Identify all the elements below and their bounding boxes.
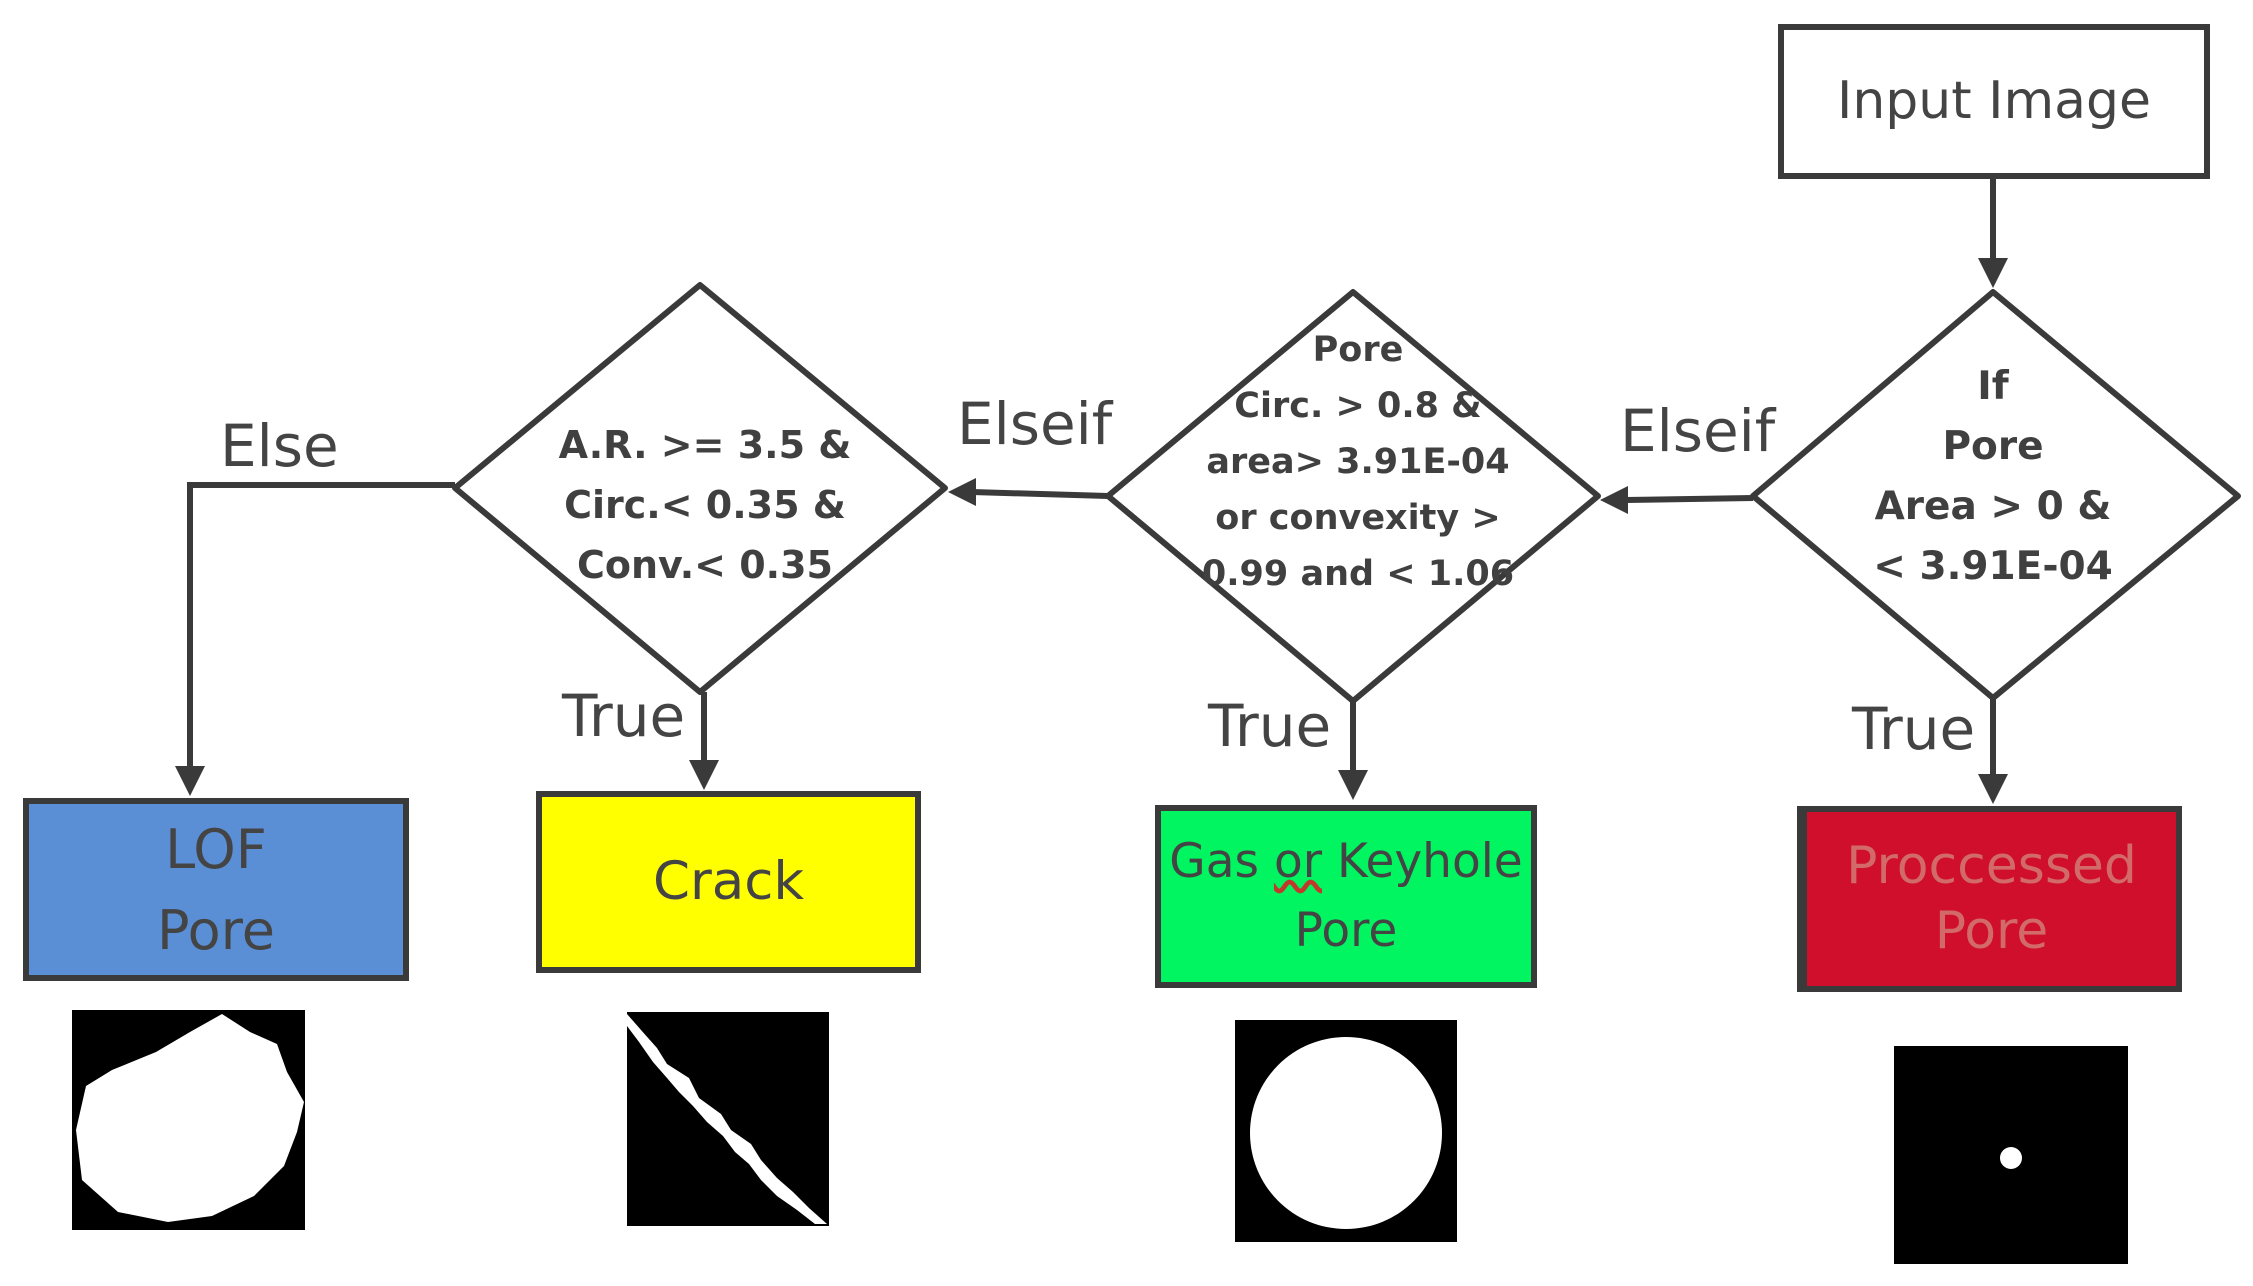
crack-box: Crack: [536, 791, 921, 973]
decision-3-line: Circ.< 0.35 &: [564, 483, 846, 527]
decision-3-text: A.R. >= 3.5 & Circ.< 0.35 & Conv.< 0.35: [540, 415, 870, 595]
elseif-label-2: Elseif: [957, 390, 1113, 458]
arrowhead: [175, 766, 205, 796]
decision-2-line: Circ. > 0.8 &: [1234, 386, 1482, 426]
decision-3-line: Conv.< 0.35: [577, 543, 833, 587]
processed-pore-thumbnail: [1894, 1046, 2128, 1264]
arrow-decision-2-to-decision-3: [971, 489, 1109, 499]
lof-pore-line2: Pore: [157, 898, 275, 962]
else-label: Else: [220, 412, 339, 480]
decision-diamond-3: [452, 282, 948, 695]
decision-2-line: 0.99 and < 1.06: [1201, 554, 1515, 594]
decision-1-line: If: [1977, 364, 2009, 409]
input-image-label: Input Image: [1836, 71, 2152, 131]
crack-label: Crack: [652, 850, 805, 912]
processed-pore-line1: Proccessed: [1846, 836, 2137, 896]
decision-1-line: Area > 0 &: [1874, 484, 2112, 529]
true-label-2: True: [1208, 692, 1332, 760]
decision-1-line: Pore: [1942, 424, 2044, 469]
processed-pore-line2: Pore: [1934, 901, 2049, 961]
gas-keyhole-line1: Gas or Keyhole: [1169, 828, 1522, 896]
decision-1-text: If Pore Area > 0 & < 3.91E-04: [1853, 357, 2133, 597]
gas-keyhole-line1-b: or: [1273, 834, 1323, 890]
gas-keyhole-line1-c: Keyhole: [1322, 834, 1523, 890]
gas-keyhole-pore-box: Gas or Keyhole Pore: [1155, 805, 1537, 988]
decision-2-line: area> 3.91E-04: [1206, 442, 1510, 482]
arrowhead: [1978, 258, 2008, 288]
arrowhead: [689, 760, 719, 790]
lof-pore-line1: LOF: [165, 817, 267, 881]
gas-keyhole-line1-a: Gas: [1169, 834, 1274, 890]
arrowhead: [1338, 770, 1368, 800]
input-image-box: Input Image: [1778, 24, 2210, 179]
elseif-label-1: Elseif: [1620, 397, 1776, 465]
arrow-decision-1-to-decision-2: [1624, 495, 1754, 503]
arrowhead: [1600, 486, 1628, 514]
lof-pore-box: LOF Pore: [23, 798, 409, 981]
decision-2-text: Pore Circ. > 0.8 & area> 3.91E-04 or con…: [1183, 322, 1533, 602]
gas-keyhole-line2: Pore: [1294, 902, 1398, 958]
arrowhead: [948, 478, 976, 506]
decision-3-line: A.R. >= 3.5 &: [558, 423, 852, 467]
true-label-1: True: [1852, 695, 1976, 763]
decision-1-line: < 3.91E-04: [1873, 544, 2113, 589]
decision-2-line: Pore: [1312, 330, 1404, 370]
arrowhead: [1978, 774, 2008, 804]
gas-keyhole-thumbnail: [1235, 1020, 1457, 1242]
arrow-decision-3-to-lof: [187, 482, 455, 770]
true-label-3: True: [562, 682, 686, 750]
processed-pore-box: Proccessed Pore: [1797, 806, 2182, 992]
lof-pore-thumbnail: [72, 1010, 305, 1230]
crack-thumbnail: [627, 1012, 829, 1226]
decision-2-line: or convexity >: [1215, 498, 1501, 538]
